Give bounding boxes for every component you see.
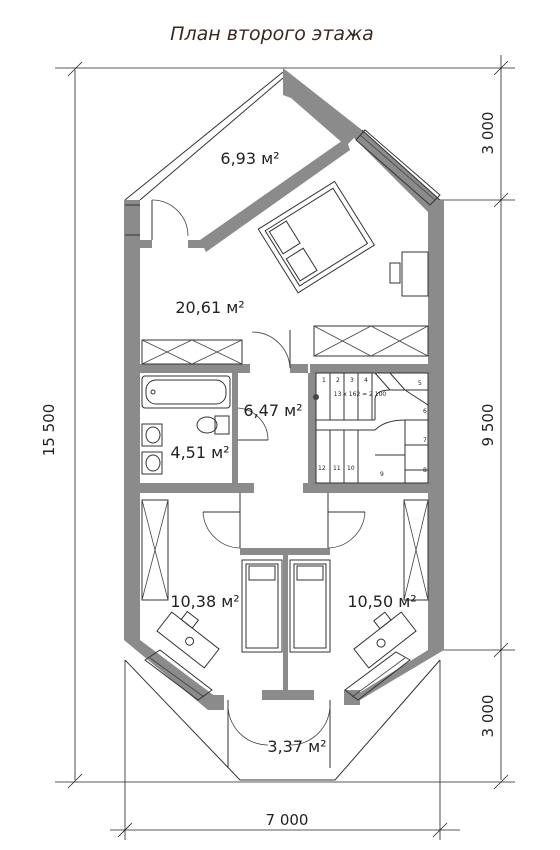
stair-step-number: 2 bbox=[336, 377, 340, 384]
stair-step-number: 5 bbox=[418, 380, 422, 387]
stair-step-number: 9 bbox=[380, 471, 384, 478]
bed-right bbox=[289, 559, 331, 653]
area-label-bedroom-right: 10,50 м² bbox=[347, 592, 416, 611]
stair-step-number: 6 bbox=[423, 408, 427, 415]
bed-main bbox=[257, 180, 376, 294]
stair-step-numbers: 1 2 3 4 5 6 7 8 9 10 11 12 bbox=[318, 377, 427, 478]
window-right-bottom bbox=[344, 651, 411, 701]
door-bedroom-right bbox=[327, 493, 366, 549]
area-label-hall: 6,47 м² bbox=[243, 401, 302, 420]
stair-step-number: 1 bbox=[322, 377, 326, 384]
wardrobe-right bbox=[313, 325, 429, 357]
stair-step-number: 12 bbox=[318, 465, 326, 472]
dimension-right-middle: 9 500 bbox=[479, 404, 497, 447]
stair-step-number: 10 bbox=[347, 465, 355, 472]
stair-step-number: 7 bbox=[423, 437, 427, 444]
sink-1 bbox=[141, 423, 163, 447]
staircase bbox=[313, 372, 429, 484]
wardrobe-lower-left bbox=[141, 499, 169, 601]
door-bedroom-left bbox=[202, 493, 241, 549]
dimension-total-height: 15 500 bbox=[40, 404, 58, 457]
desk-top-right bbox=[389, 251, 429, 297]
dimension-lines bbox=[55, 55, 515, 840]
area-label-top-room: 6,93 м² bbox=[220, 149, 279, 168]
stair-step-number: 8 bbox=[423, 467, 427, 474]
area-label-main-bedroom: 20,61 м² bbox=[175, 298, 244, 317]
bathtub bbox=[141, 375, 231, 409]
sink-2 bbox=[141, 451, 163, 475]
area-label-bathroom: 4,51 м² bbox=[170, 443, 229, 462]
toilet bbox=[196, 415, 230, 435]
stair-step-number: 11 bbox=[333, 465, 341, 472]
bed-left bbox=[241, 559, 283, 653]
dimension-right-top: 3 000 bbox=[479, 112, 497, 155]
balcony-outline bbox=[124, 659, 441, 781]
stair-step-number: 4 bbox=[364, 377, 368, 384]
desk-lower-left bbox=[156, 610, 220, 669]
interior-walls bbox=[124, 138, 444, 690]
dimension-width: 7 000 bbox=[266, 811, 309, 829]
wardrobe-lower-right bbox=[403, 499, 429, 601]
desk-lower-right bbox=[353, 611, 417, 669]
plan-title: План второго этажа bbox=[170, 23, 374, 45]
door-top-room bbox=[151, 199, 189, 240]
dimension-right-bottom: 3 000 bbox=[479, 695, 497, 738]
area-label-balcony: 3,37 м² bbox=[267, 737, 326, 756]
wardrobe-left bbox=[141, 339, 243, 365]
stair-step-number: 3 bbox=[350, 377, 354, 384]
window-top-right bbox=[355, 129, 441, 206]
door-bedroom bbox=[251, 330, 291, 369]
window-left-bottom bbox=[144, 649, 213, 701]
stair-note: 13 x 162 = 2 100 bbox=[334, 391, 387, 398]
area-label-bedroom-left: 10,38 м² bbox=[170, 592, 239, 611]
door-bathroom bbox=[237, 407, 269, 441]
